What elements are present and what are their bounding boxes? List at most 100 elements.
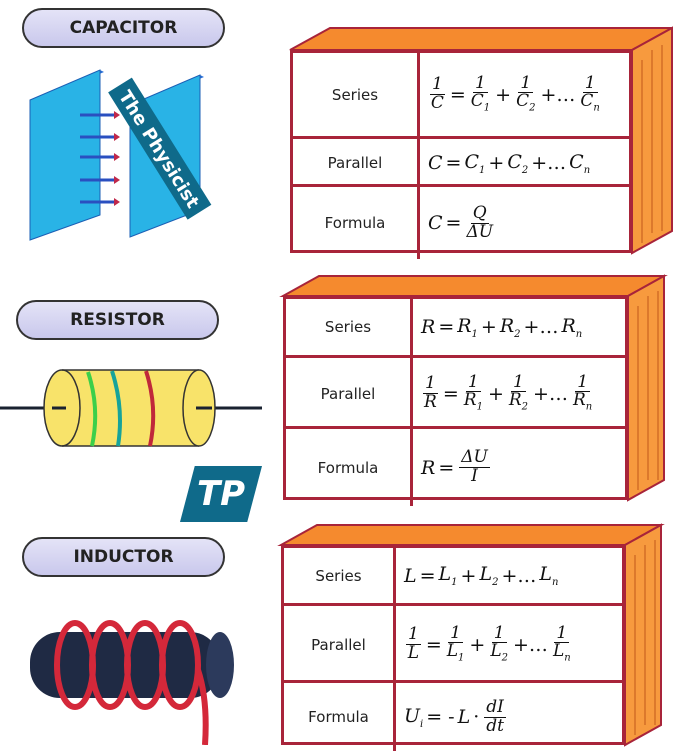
denominator-symbol: dt — [486, 715, 504, 736]
denominator: I — [471, 466, 478, 486]
operator: = — [445, 212, 462, 234]
numerator: ΔU — [459, 447, 490, 468]
row-label: Series — [293, 53, 420, 136]
variable: L2 — [479, 563, 498, 588]
subscript: 1 — [471, 328, 478, 340]
subscript: n — [583, 164, 591, 176]
variable: R2 — [500, 315, 521, 340]
symbol: L — [457, 706, 471, 728]
subscript: 2 — [501, 652, 509, 664]
denominator: dt — [486, 715, 504, 736]
denominator: R1 — [464, 392, 483, 413]
operator: = — [438, 456, 455, 479]
symbol: R — [499, 314, 515, 337]
formula: C=C1+C2+…Cn — [420, 139, 590, 187]
capacitor-title: CAPACITOR — [22, 8, 225, 48]
operator: = — [442, 382, 459, 405]
subscript: 1 — [451, 576, 458, 588]
resistor-illustration — [0, 369, 262, 447]
denominator: Rn — [573, 392, 592, 413]
variable: C — [428, 212, 443, 234]
symbol: R — [561, 314, 576, 337]
denominator-symbol: C — [430, 93, 444, 113]
denominator: C2 — [516, 93, 535, 114]
variable: L1 — [439, 563, 458, 588]
symbol: L — [404, 564, 417, 587]
subscript: 1 — [476, 401, 483, 413]
symbol: U — [404, 704, 421, 727]
row-label: Formula — [286, 429, 413, 506]
row-label: Parallel — [286, 358, 413, 429]
row-label: Parallel — [293, 139, 420, 187]
denominator-symbol: L — [490, 641, 502, 662]
subscript: n — [585, 401, 593, 413]
operator: + — [487, 382, 504, 405]
operator: = — [445, 152, 462, 174]
variable: L — [458, 706, 471, 728]
denominator: L1 — [447, 643, 465, 664]
denominator-symbol: R — [463, 390, 477, 411]
row-label: Formula — [293, 187, 420, 259]
numerator: 1 — [448, 622, 463, 644]
symbol: C — [507, 150, 522, 173]
variable: L — [404, 565, 417, 587]
numerator: 1 — [423, 373, 438, 394]
denominator: R2 — [509, 392, 528, 413]
numerator: 1 — [511, 371, 526, 393]
subscript: n — [564, 652, 571, 664]
subscript: 2 — [521, 164, 529, 176]
denominator-symbol: ΔU — [466, 221, 494, 242]
numerator: 1 — [491, 622, 507, 644]
numerator: 1 — [554, 622, 570, 644]
resistor-title: RESISTOR — [16, 300, 219, 340]
numerator: 1 — [406, 624, 421, 645]
numerator: 1 — [473, 72, 488, 94]
denominator: L2 — [490, 643, 508, 664]
subscript: n — [552, 576, 559, 588]
symbol: R — [421, 456, 436, 479]
denominator-symbol: R — [572, 390, 586, 411]
operator: + — [460, 564, 477, 587]
numerator: 1 — [582, 72, 598, 94]
operator: · — [473, 706, 480, 728]
operator: +… — [531, 152, 567, 174]
operator: +… — [540, 83, 576, 106]
denominator: Ln — [553, 643, 571, 664]
box-3d-frame — [277, 523, 665, 747]
operator: +… — [501, 564, 537, 587]
operator: = — [419, 564, 436, 587]
formula: R=R1+R2+…Rn — [413, 299, 582, 355]
subscript: i — [420, 718, 424, 730]
denominator-symbol: L — [446, 641, 459, 662]
numerator: 1 — [518, 72, 534, 94]
subscript: 2 — [521, 401, 529, 413]
variable: R — [421, 457, 435, 479]
symbol: C — [428, 152, 443, 174]
row-label: Formula — [284, 683, 396, 751]
denominator: C1 — [471, 93, 490, 114]
subscript: 2 — [514, 328, 521, 340]
denominator-symbol: I — [471, 466, 478, 486]
symbol: L — [479, 563, 493, 586]
